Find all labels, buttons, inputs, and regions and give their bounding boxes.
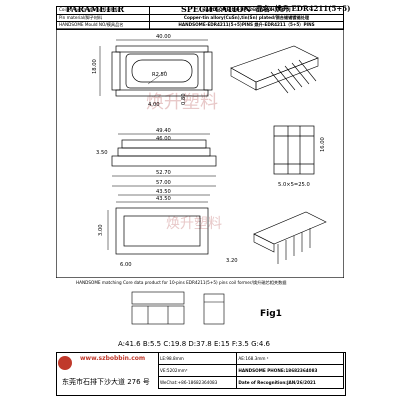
spec-row-label: Pin material/脚子材料 — [56, 13, 150, 23]
dim-w4: 57.00 — [156, 180, 171, 186]
core-dimensions: A:41.6 B:5.5 C:19.8 D:37.8 E:15 F:3.5 G:… — [118, 340, 270, 348]
website-url[interactable]: www.szbobbin.com — [80, 355, 146, 362]
dim-w3: 52.70 — [156, 170, 171, 176]
core-drawing — [131, 291, 225, 325]
dim-p3: 3.20 — [226, 258, 238, 264]
technical-drawing: 焕升塑料 焕升塑料 40.00 18.00 R2.50 4.00 0.80 49… — [56, 28, 344, 278]
dim-slot: R2.50 — [152, 72, 167, 78]
footer-ae: AE:168.3mm ² — [236, 352, 344, 365]
top-view — [99, 39, 213, 97]
footer-date: Date of Recognition:JAN/26/2021 — [236, 376, 344, 389]
dim-left-height: 18.00 — [92, 59, 98, 74]
dim-w2: 46.00 — [156, 136, 171, 142]
spec-row-value: Copper-tin allory(CuSn),tin(Sn) plated/铜… — [149, 13, 344, 23]
fig-label: Fig1 — [260, 309, 282, 319]
footer-ve: VE:5202mm³ — [157, 364, 238, 377]
address: 东莞市石排下沙大道 276 号 — [62, 378, 150, 386]
dim-p1: 3.00 — [98, 224, 104, 236]
logo-icon — [58, 356, 72, 370]
spec-row-label: Coil former material/线圈材料 — [56, 6, 150, 15]
footer-le: LE:98.8mm — [157, 352, 238, 365]
dim-w1: 49.40 — [156, 128, 171, 134]
dim-inner: 4.00 — [148, 102, 160, 108]
dim-w5-bottom: 43.50 — [156, 196, 171, 202]
bottom-view — [107, 201, 209, 255]
perspective-view — [230, 45, 319, 94]
watermark-text-2: 焕升塑料 — [166, 215, 222, 232]
perspective-bottom — [253, 211, 327, 264]
dim-d1: 3.50 — [96, 150, 108, 156]
watermark-text: 焕升塑料 — [146, 92, 218, 113]
dim-p2: 6.00 — [120, 262, 132, 268]
footer-wechat: WeChat:+86-18682364083 — [157, 376, 238, 389]
matching-note: HANDSOME matching Core data product for … — [76, 280, 287, 285]
spec-row-value: HANDSOME-EDR4211(5+5)PINS 焕升-EDR4211（5+5… — [149, 21, 344, 30]
dim-side: 16.00 — [320, 137, 326, 152]
dim-top-width: 40.00 — [156, 34, 171, 40]
side-view — [273, 125, 315, 175]
dim-small: 0.80 — [181, 93, 187, 105]
footer-phone: HANDSOME PHONE:18682364083 — [236, 364, 344, 377]
dim-pin-pitch: 5.0×5=25.0 — [278, 182, 310, 188]
dim-w5: 43.50 — [156, 189, 171, 195]
front-view — [111, 133, 217, 196]
spec-row-value: HANDSOME(焕升) PF268/T200H//T375J — [149, 6, 344, 15]
